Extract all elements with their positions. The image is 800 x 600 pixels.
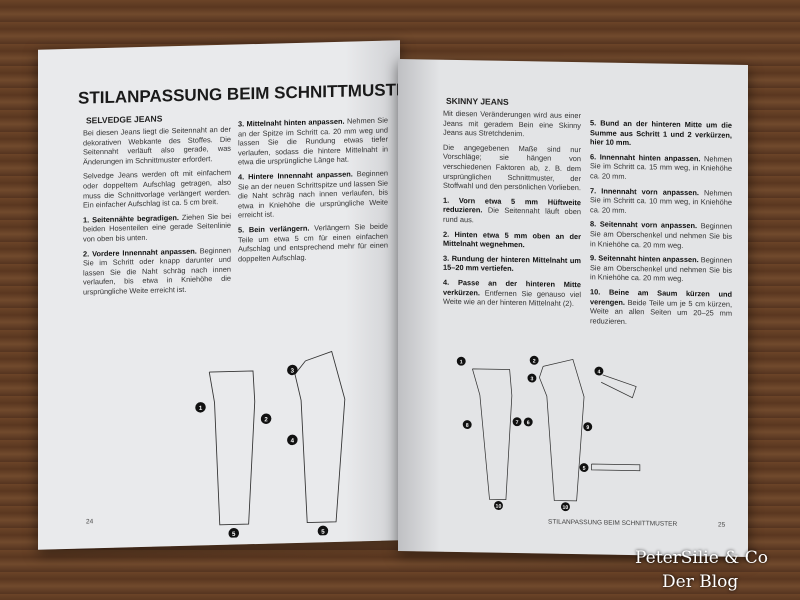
watermark-line1: PeterSilie & Co xyxy=(635,548,768,568)
paragraph: 4. Passe an der hinteren Mitte verkürzen… xyxy=(443,278,581,309)
step-marker xyxy=(523,417,533,427)
paragraph: 8. Seitennaht vorn anpassen. Beginnen Si… xyxy=(590,220,732,251)
paragraph: 1. Seitennähte begradigen. Ziehen Sie be… xyxy=(83,211,231,244)
paragraph: 5. Bund an der hinteren Mitte um die Sum… xyxy=(590,118,732,149)
step-marker xyxy=(529,355,539,365)
step-text: Mit diesen Veränderungen wird aus einer … xyxy=(443,108,581,139)
step-marker-label: 5 xyxy=(321,528,325,535)
step-text: Selvedge Jeans werden oft mit einfachem … xyxy=(83,168,231,210)
step-marker-label: 8 xyxy=(466,423,469,429)
pattern-outline xyxy=(538,358,585,502)
step-marker-label: 5 xyxy=(583,466,586,472)
step-marker xyxy=(195,402,206,413)
paragraph: 2. Vordere Innennaht anpassen. Beginnen … xyxy=(83,245,231,297)
pattern-outline xyxy=(472,368,513,501)
paragraph: 3. Mittelnaht hinten anpassen. Nehmen Si… xyxy=(238,116,388,168)
running-head: STILANPASSUNG BEIM SCHNITTMUSTER xyxy=(548,518,678,528)
pattern-diagram-skinny: 1 8 7 10 2 3 6 9 10 4 5 xyxy=(456,355,641,512)
step-marker xyxy=(560,502,570,512)
paragraph: 2. Hinten etwa 5 mm oben an der Mittelna… xyxy=(443,229,581,251)
step-marker-label: 5 xyxy=(232,531,236,538)
step-marker xyxy=(494,501,503,510)
watermark-line2: Der Blog xyxy=(662,572,739,592)
step-marker-label: 4 xyxy=(291,437,295,444)
paragraph: 4. Hintere Innennaht anpassen. Beginnen … xyxy=(238,169,388,221)
step-marker xyxy=(260,413,272,424)
step-marker xyxy=(317,525,329,537)
paragraph: 3. Rundung der hinteren Mittelnaht um 15… xyxy=(443,253,581,275)
step-marker-label: 7 xyxy=(516,420,519,426)
step-marker-label: 2 xyxy=(264,416,268,423)
page-title: STILANPASSUNG BEIM SCHNITTMUSTER xyxy=(78,79,420,108)
text-column-2: 3. Mittelnaht hinten anpassen. Nehmen Si… xyxy=(238,116,388,269)
step-marker-label: 3 xyxy=(291,368,295,375)
step-marker xyxy=(228,527,240,539)
page-number: 24 xyxy=(86,518,94,526)
step-text: Bei diesen Jeans liegt die Seitennaht an… xyxy=(83,124,231,167)
step-marker-label: 2 xyxy=(533,358,536,364)
step-marker xyxy=(579,463,589,473)
pattern-outline xyxy=(294,350,346,524)
paragraph: 6. Innennaht hinten anpassen. Nehmen Sie… xyxy=(590,152,732,183)
step-marker-label: 3 xyxy=(531,376,534,382)
step-marker-label: 1 xyxy=(460,359,463,365)
paragraph: Die angegebenen Maße sind nur Vorschläge… xyxy=(443,143,581,193)
step-marker xyxy=(527,373,537,383)
step-marker xyxy=(462,420,472,430)
step-marker xyxy=(287,434,298,446)
page-number: 25 xyxy=(718,521,726,529)
text-column-2: 5. Bund an der hinteren Mitte um die Sum… xyxy=(590,118,732,333)
right-page: SKINNY JEANS Mit diesen Veränderungen wi… xyxy=(398,58,748,558)
paragraph: 10. Beine am Saum kürzen und verengen. B… xyxy=(590,287,732,328)
section-heading: SKINNY JEANS xyxy=(446,95,509,107)
pattern-outline xyxy=(601,374,637,399)
left-page: STILANPASSUNG BEIM SCHNITTMUSTER SELVEDG… xyxy=(38,40,420,550)
step-heading: 2. Hinten etwa 5 mm oben an der Mittelna… xyxy=(443,229,581,250)
paragraph: Selvedge Jeans werden oft mit einfachem … xyxy=(83,168,231,210)
step-marker-label: 1 xyxy=(199,405,203,412)
text-column-1: Mit diesen Veränderungen wird aus einer … xyxy=(443,109,581,314)
pattern-outline xyxy=(591,463,641,472)
step-marker xyxy=(512,417,522,427)
pattern-diagram-selvedge: 1 2 3 4 5 5 xyxy=(195,350,346,539)
paragraph: 1. Vorn etwa 5 mm Hüftweite reduzieren. … xyxy=(443,195,581,226)
paragraph: Bei diesen Jeans liegt die Seitennaht an… xyxy=(83,125,231,167)
step-marker-label: 6 xyxy=(527,420,530,426)
step-marker xyxy=(583,422,593,432)
step-marker xyxy=(287,364,298,376)
step-text: Die angegebenen Maße sind nur Vorschläge… xyxy=(443,142,581,193)
step-marker-label: 9 xyxy=(586,425,589,431)
step-marker xyxy=(456,356,466,366)
step-marker-label: 4 xyxy=(597,369,600,375)
paragraph: Mit diesen Veränderungen wird aus einer … xyxy=(443,109,581,140)
step-marker-label: 10 xyxy=(496,504,502,510)
paragraph: 7. Innennaht vorn anpassen. Nehmen Sie i… xyxy=(590,186,732,217)
step-marker-label: 10 xyxy=(563,505,569,511)
section-heading: SELVEDGE JEANS xyxy=(86,113,163,126)
pattern-outline xyxy=(208,370,256,526)
step-heading: 3. Rundung der hinteren Mittelnaht um 15… xyxy=(443,253,581,274)
paragraph: 9. Seitennaht hinten anpassen. Beginnen … xyxy=(590,253,732,284)
step-marker xyxy=(594,366,604,376)
text-column-1: Bei diesen Jeans liegt die Seitennaht an… xyxy=(83,125,231,302)
step-heading: 5. Bund an der hinteren Mitte um die Sum… xyxy=(590,118,732,148)
paragraph: 5. Bein verlängern. Verlängern Sie beide… xyxy=(238,222,388,264)
